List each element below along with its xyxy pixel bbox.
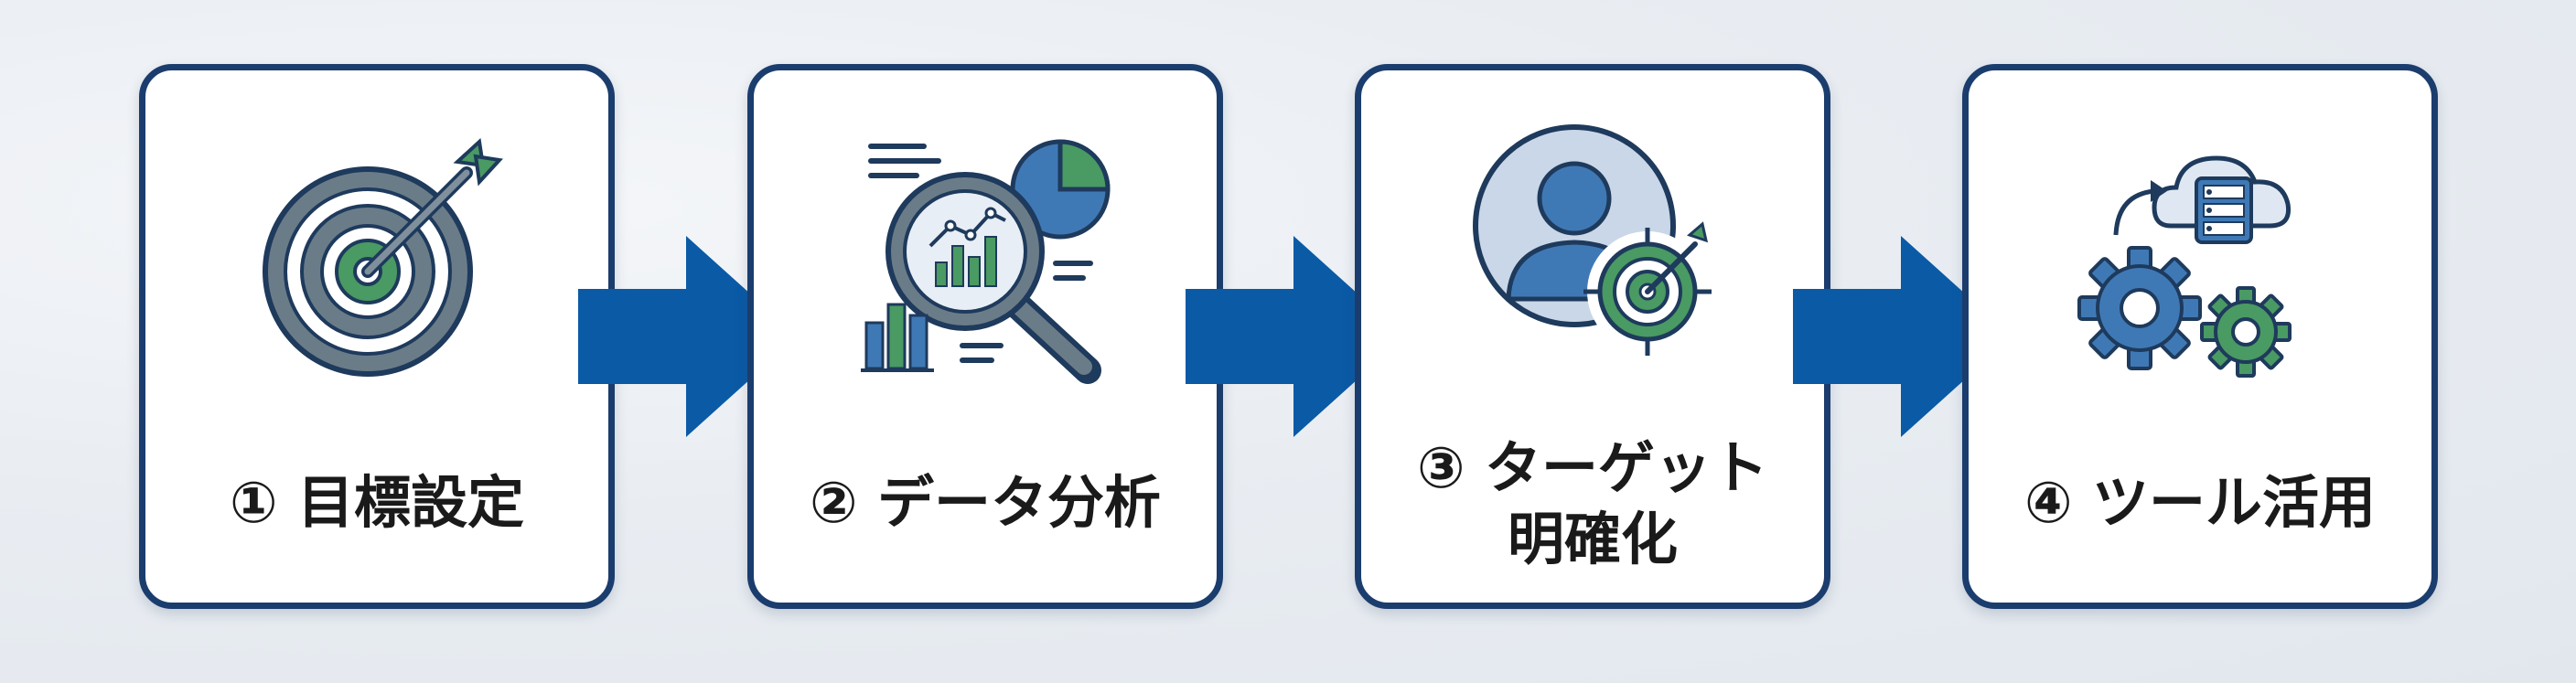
step-card-2: ② データ分析 — [747, 64, 1223, 609]
step-label: ③ ターゲット 明確化 — [1416, 434, 1769, 572]
target-persona-icon — [1361, 107, 1824, 372]
arrow-right-icon — [578, 236, 798, 437]
step-card-1: ① 目標設定 — [139, 64, 615, 609]
step-card-4: ④ ツール活用 — [1962, 64, 2438, 609]
step-label: ① 目標設定 — [229, 469, 525, 536]
step-label: ② データ分析 — [809, 469, 1162, 536]
arrow-right-icon — [1186, 236, 1405, 437]
step-card-3: ③ ターゲット 明確化 — [1355, 64, 1830, 609]
tools-cloud-icon — [1969, 125, 2431, 390]
data-analysis-icon — [754, 125, 1217, 390]
target-icon — [145, 125, 608, 390]
step-label: ④ ツール活用 — [2023, 469, 2377, 536]
arrow-right-icon — [1793, 236, 2012, 437]
